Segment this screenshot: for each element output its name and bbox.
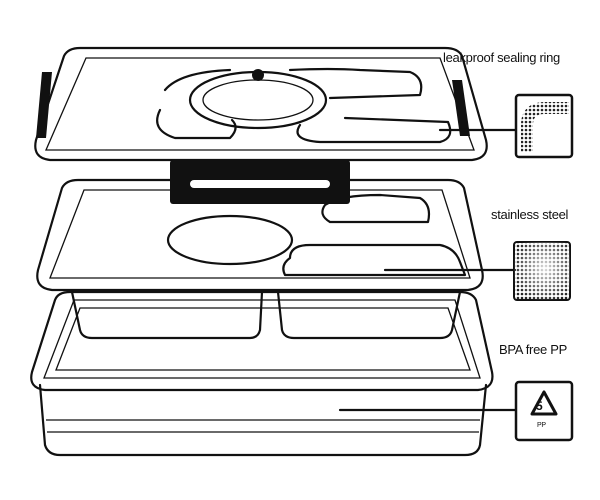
- lid: [34, 46, 488, 204]
- label-sealing-ring: leakproof sealing ring: [443, 50, 560, 65]
- pp-recycle-box: [514, 380, 574, 442]
- left-clasp: [36, 72, 52, 138]
- label-stainless-steel: stainless steel: [491, 207, 569, 222]
- label-bpa-free-pp: BPA free PP: [499, 342, 567, 357]
- bottom-pp-tray: [30, 290, 494, 457]
- sealing-ring-swatch: [514, 93, 574, 159]
- recycle-code: PP: [537, 422, 546, 429]
- stainless-steel-swatch: [513, 241, 571, 301]
- right-clasp: [452, 80, 470, 136]
- recycle-icon: [530, 390, 558, 416]
- recycle-number: 5: [536, 399, 543, 413]
